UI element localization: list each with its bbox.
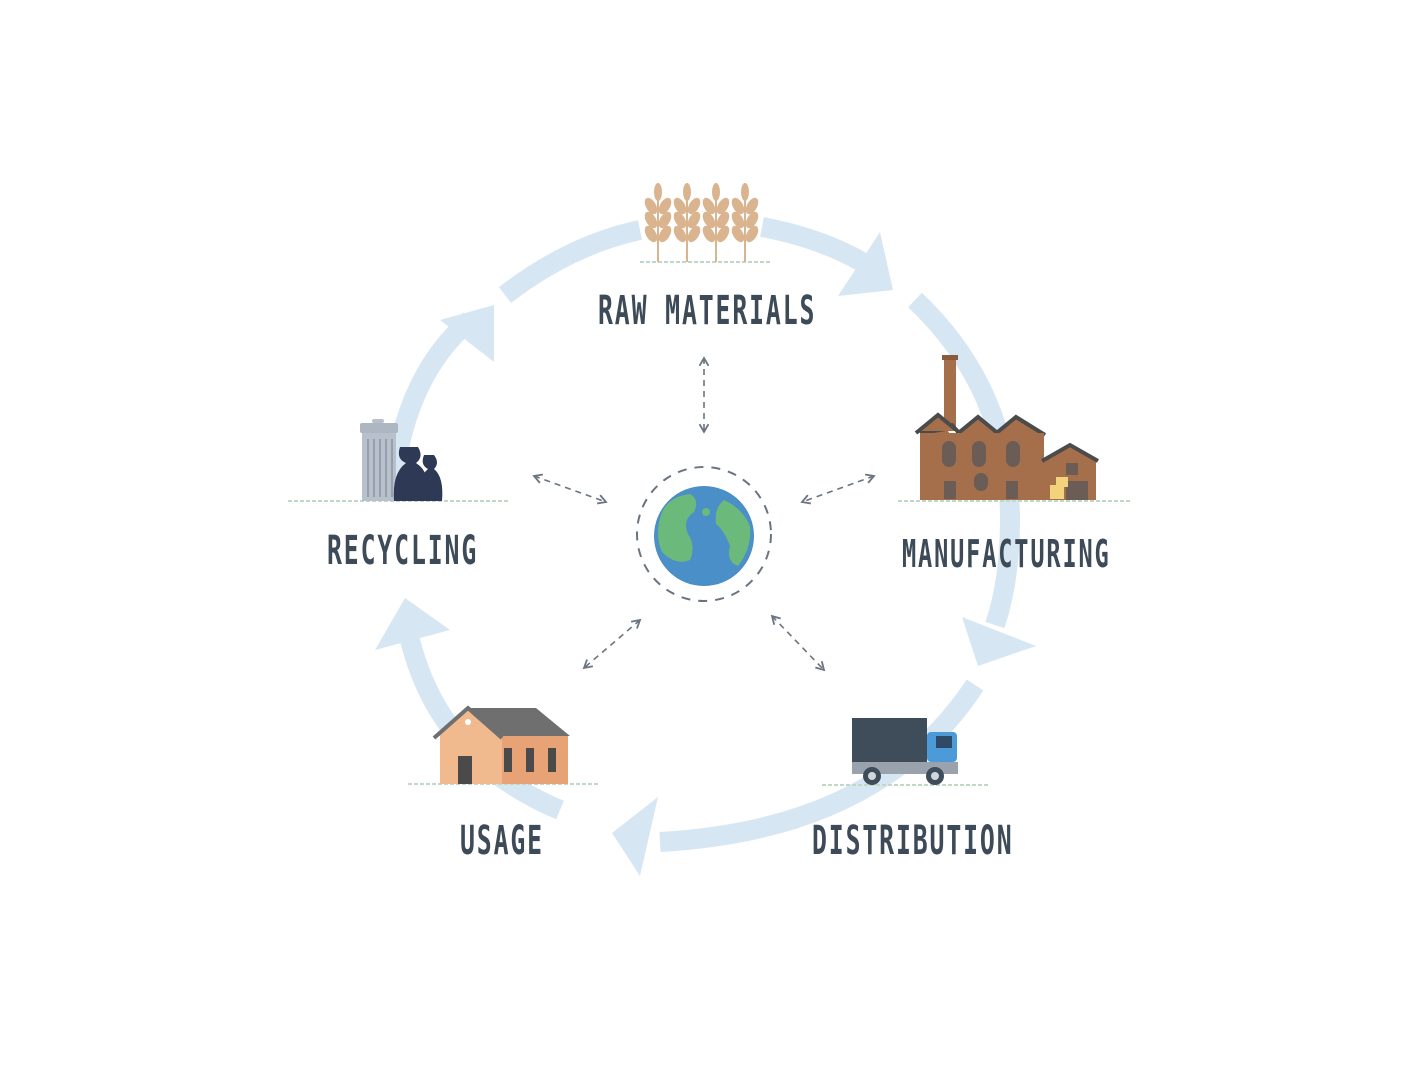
cycle-arrow-raw-tail [498,220,643,303]
trash-can-icon [288,419,510,502]
dashed-arrow-usage [582,618,642,670]
dashed-arrow-recycling [532,473,608,505]
factory-icon [898,355,1130,502]
dashed-arrows [532,356,876,672]
arrowhead-to-usage [612,797,658,876]
wheat-icon [640,183,770,263]
cycle-arrow-distribution-to-usage [659,679,984,852]
globe-icon [636,466,772,602]
stage-label-raw-materials: RAW MATERIALS [598,288,817,334]
arrowhead-to-recycling [375,598,450,650]
stage-label-manufacturing: MANUFACTURING [902,532,1111,576]
stage-label-distribution: DISTRIBUTION [812,818,1014,864]
arrowhead-to-manufacturing [838,232,893,296]
truck-icon [822,718,988,786]
arrowhead-to-raw [440,305,494,362]
arrowhead-to-distribution [962,617,1036,666]
cycle-arrow-raw-to-manufacturing [760,217,867,271]
stage-label-recycling: RECYCLING [327,528,479,574]
cycle-arrowheads [375,232,1036,876]
dashed-arrow-manufacturing [800,473,876,505]
house-icon [408,705,598,785]
stage-label-usage: USAGE [460,818,544,864]
dashed-arrow-distribution [770,614,826,672]
